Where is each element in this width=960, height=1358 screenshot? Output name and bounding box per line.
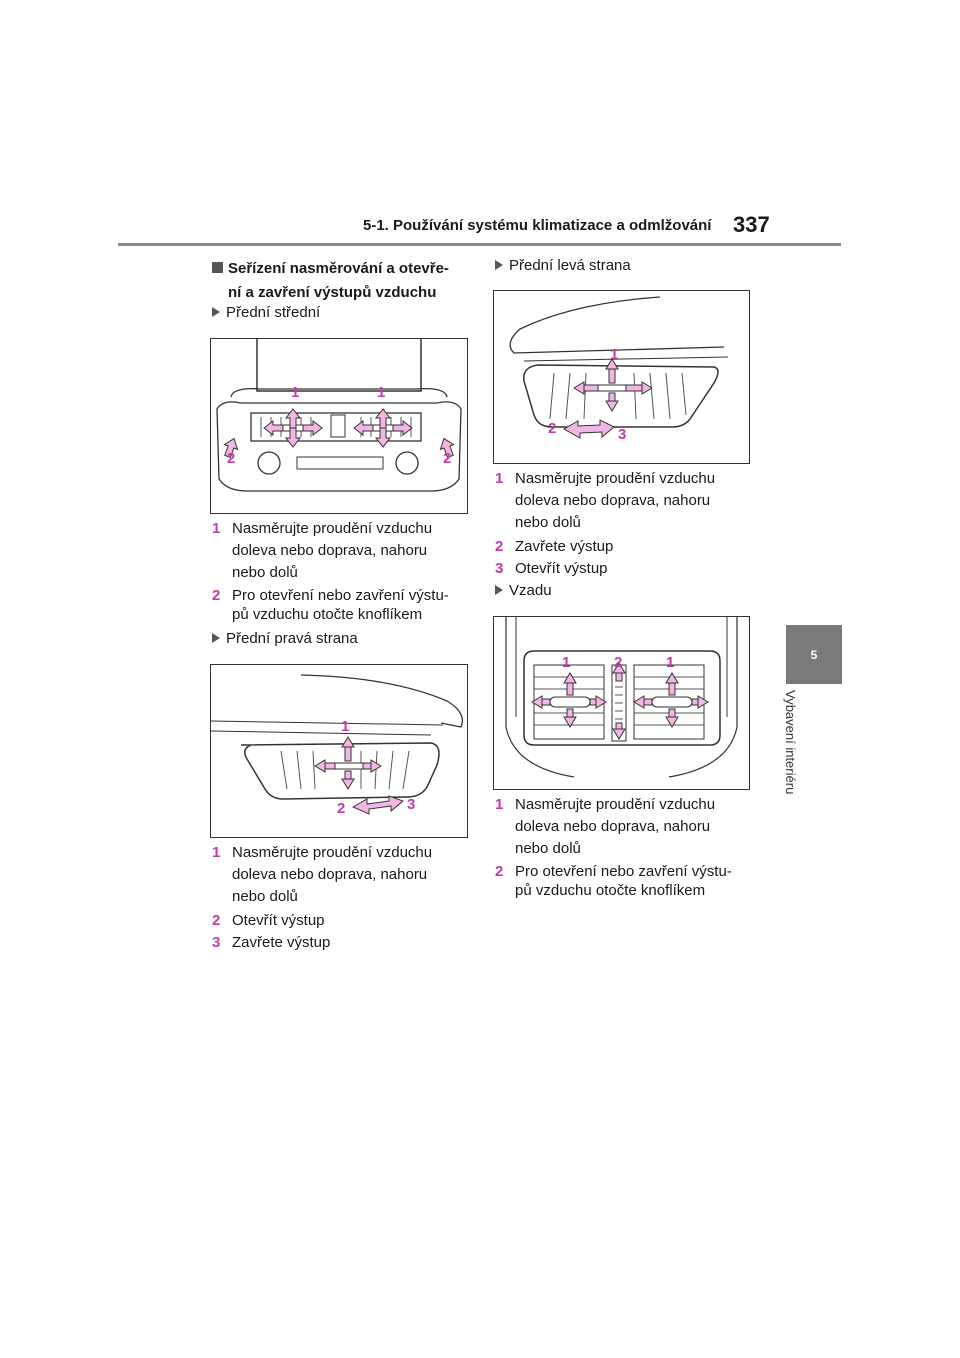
subheading-front-right: Přední pravá strana bbox=[212, 630, 358, 647]
list-item: 2 Otevřít výstup bbox=[212, 912, 325, 929]
figure-front-center-vents: 1 1 2 2 bbox=[210, 338, 468, 514]
figure-front-right-vent: 1 2 3 bbox=[210, 664, 468, 838]
callout-1a: 1 bbox=[291, 384, 299, 401]
callout-1b: 1 bbox=[377, 384, 385, 401]
heading-line-2: ní a zavření výstupů vzduchu bbox=[228, 284, 437, 301]
figure-rear-vents: 1 2 1 bbox=[493, 616, 750, 790]
callout-2: 2 bbox=[614, 654, 622, 671]
front-right-illustration: 1 2 3 bbox=[210, 674, 464, 817]
triangle-bullet-icon bbox=[212, 633, 220, 643]
callout-3: 3 bbox=[618, 426, 626, 443]
header-divider bbox=[118, 243, 841, 246]
chapter-label: Vybavení interiéru bbox=[783, 690, 826, 830]
list-item: 2 Zavřete výstup bbox=[495, 538, 614, 555]
callout-2b: 2 bbox=[443, 450, 451, 467]
callout-3: 3 bbox=[407, 796, 415, 813]
square-bullet-icon bbox=[212, 262, 223, 273]
heading-line-1: Seřízení nasměrování a otevře- bbox=[228, 260, 449, 277]
section-heading: Seřízení nasměrování a otevře- ní a zavř… bbox=[212, 257, 472, 305]
callout-1a: 1 bbox=[562, 654, 570, 671]
callout-1: 1 bbox=[610, 346, 618, 363]
list-item: 2 Pro otevření nebo zavření výstu-pů vzd… bbox=[495, 863, 732, 899]
callout-2: 2 bbox=[337, 800, 345, 817]
list-item: 3 Otevřít výstup bbox=[495, 560, 608, 577]
triangle-bullet-icon bbox=[495, 260, 503, 270]
triangle-bullet-icon bbox=[495, 585, 503, 595]
section-header: 5-1. Používání systému klimatizace a odm… bbox=[363, 217, 712, 234]
callout-2a: 2 bbox=[227, 450, 235, 467]
page-number: 337 bbox=[733, 212, 770, 237]
subheading-front-center: Přední střední bbox=[212, 304, 320, 321]
subheading-front-left: Přední levá strana bbox=[495, 257, 631, 274]
callout-1b: 1 bbox=[666, 654, 674, 671]
front-center-illustration: 1 1 2 2 bbox=[216, 339, 462, 492]
triangle-bullet-icon bbox=[212, 307, 220, 317]
figure-front-left-vent: 1 2 3 bbox=[493, 290, 750, 464]
rear-illustration: 1 2 1 bbox=[505, 617, 738, 778]
chapter-label-text: Vybavení interiéru bbox=[783, 690, 798, 795]
callout-2: 2 bbox=[548, 420, 556, 437]
list-item: 3 Zavřete výstup bbox=[212, 934, 331, 951]
subheading-rear: Vzadu bbox=[495, 582, 552, 599]
chapter-tab: 5 bbox=[786, 625, 842, 684]
front-left-illustration: 1 2 3 bbox=[509, 296, 729, 443]
callout-1: 1 bbox=[341, 718, 349, 735]
list-item: 2 Pro otevření nebo zavření výstu-pů vzd… bbox=[212, 587, 449, 623]
